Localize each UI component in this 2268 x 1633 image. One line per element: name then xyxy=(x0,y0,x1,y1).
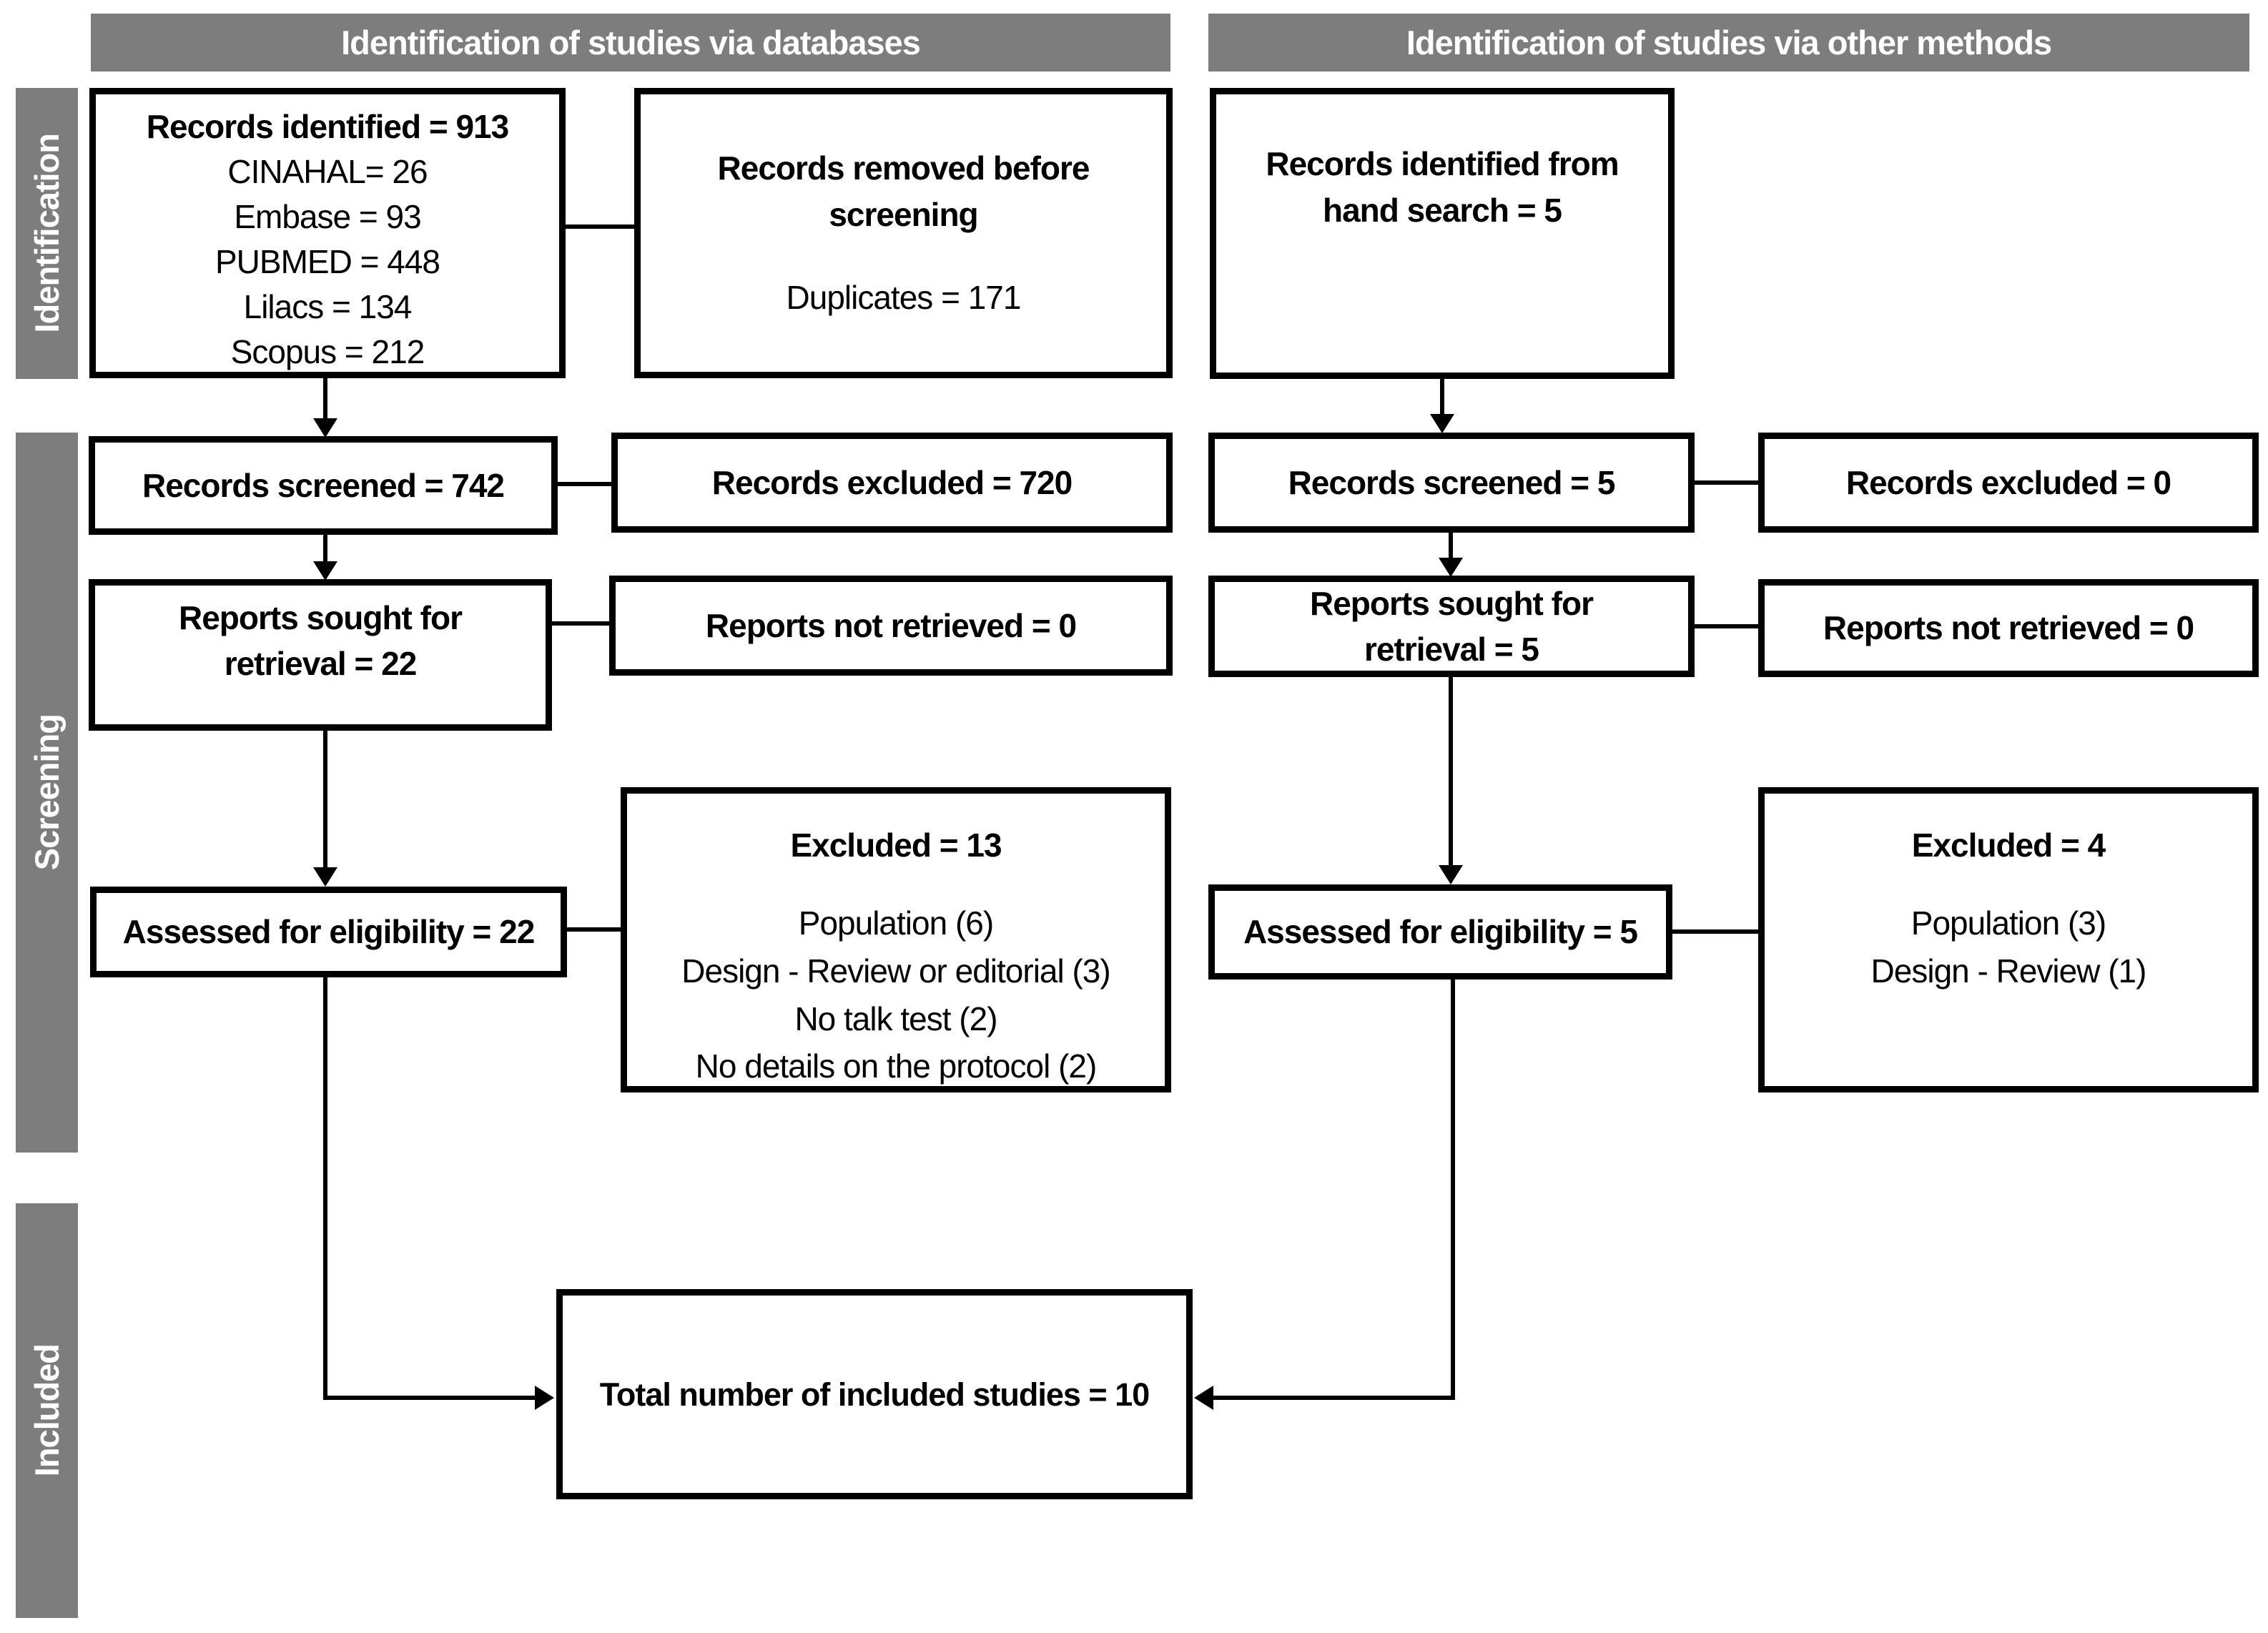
connector-identified-to-screened-line xyxy=(323,378,327,421)
hand-search-box: Records identified from hand search = 5 xyxy=(1210,88,1675,379)
connector-screened-other-to-excluded-line xyxy=(1695,480,1758,485)
excluded-other-reason-design: Design - Review (1) xyxy=(1870,952,2147,990)
connector-identified-to-screened-arrowhead xyxy=(313,418,337,438)
reports-sought-other-box: Reports sought for retrieval = 5 xyxy=(1208,576,1695,677)
db-count-scopus: Scopus = 212 xyxy=(230,333,425,371)
excluded-other-title: Excluded = 4 xyxy=(1911,827,2106,864)
reports-not-retrieved-databases-box: Reports not retrieved = 0 xyxy=(609,576,1173,676)
stage-label-included-text: Included xyxy=(28,1344,66,1477)
excluded-databases-title: Excluded = 13 xyxy=(790,827,1002,864)
stage-label-included: Included xyxy=(16,1203,78,1618)
connector-sought-other-to-assessed-line xyxy=(1449,677,1453,867)
hand-search-title: Records identified from hand search = 5 xyxy=(1266,145,1619,229)
connector-assessed-to-excluded-line xyxy=(567,927,621,932)
connector-assessed-to-total-vline xyxy=(323,977,327,1400)
connector-assessed-other-to-total-arrowhead xyxy=(1194,1386,1213,1410)
assessed-eligibility-databases-title: Assessed for eligibility = 22 xyxy=(122,913,536,951)
reports-sought-other-title: Reports sought for retrieval = 5 xyxy=(1310,584,1594,668)
records-identified-title: Records identified = 913 xyxy=(146,108,509,145)
excluded-other-box: Excluded = 4 Population (3) Design - Rev… xyxy=(1758,787,2259,1092)
connector-handsearch-to-screened-line xyxy=(1440,379,1444,416)
connector-screened-to-sought-arrowhead xyxy=(313,561,337,581)
db-count-lilacs: Lilacs = 134 xyxy=(243,288,413,326)
header-bar-other-methods: Identification of studies via other meth… xyxy=(1208,14,2249,71)
records-removed-title: Records removed before screening xyxy=(717,149,1090,233)
header-bar-databases-label: Identification of studies via databases xyxy=(341,24,921,61)
connector-assessed-other-to-total-vline xyxy=(1451,980,1455,1400)
header-bar-other-methods-label: Identification of studies via other meth… xyxy=(1406,24,2052,61)
records-screened-databases-title: Records screened = 742 xyxy=(142,466,505,504)
connector-identified-to-removed-line xyxy=(566,225,634,229)
reports-sought-databases-box: Reports sought for retrieval = 22 xyxy=(89,579,552,731)
total-included-box: Total number of included studies = 10 xyxy=(556,1289,1193,1499)
connector-screened-to-sought-line xyxy=(323,535,327,563)
records-screened-other-box: Records screened = 5 xyxy=(1208,433,1695,533)
assessed-eligibility-other-box: Assessed for eligibility = 5 xyxy=(1208,884,1672,980)
records-screened-other-title: Records screened = 5 xyxy=(1288,463,1616,501)
excluded-db-reason-population: Population (6) xyxy=(798,904,994,942)
records-excluded-other-title: Records excluded = 0 xyxy=(1845,463,2171,501)
assessed-eligibility-databases-box: Assessed for eligibility = 22 xyxy=(90,887,567,977)
connector-screened-other-to-sought-arrowhead xyxy=(1439,558,1463,577)
connector-sought-other-to-notretrieved-line xyxy=(1695,624,1758,628)
db-count-pubmed: PUBMED = 448 xyxy=(215,243,440,281)
stage-label-screening: Screening xyxy=(16,433,78,1153)
connector-assessed-to-total-hline xyxy=(323,1396,536,1400)
records-removed-box: Records removed before screening Duplica… xyxy=(634,88,1173,378)
connector-sought-to-assessed-line xyxy=(323,731,327,870)
connector-handsearch-to-screened-arrowhead xyxy=(1430,414,1454,433)
db-count-embase: Embase = 93 xyxy=(234,198,421,236)
reports-not-retrieved-other-title: Reports not retrieved = 0 xyxy=(1823,609,2194,647)
excluded-databases-box: Excluded = 13 Population (6) Design - Re… xyxy=(621,787,1171,1092)
reports-not-retrieved-databases-title: Reports not retrieved = 0 xyxy=(705,606,1077,644)
total-included-title: Total number of included studies = 10 xyxy=(599,1376,1150,1413)
connector-screened-to-excluded-line xyxy=(558,482,611,486)
records-identified-box: Records identified = 913 CINAHAL= 26 Emb… xyxy=(89,88,566,378)
stage-label-identification-text: Identification xyxy=(28,134,66,333)
records-screened-databases-box: Records screened = 742 xyxy=(89,436,558,535)
connector-sought-other-to-assessed-arrowhead xyxy=(1439,865,1463,884)
stage-label-screening-text: Screening xyxy=(28,714,66,871)
reports-sought-databases-title: Reports sought for retrieval = 22 xyxy=(179,598,463,682)
connector-assessed-other-to-excluded-line xyxy=(1672,929,1758,934)
records-excluded-databases-title: Records excluded = 720 xyxy=(711,463,1073,501)
assessed-eligibility-other-title: Assessed for eligibility = 5 xyxy=(1243,913,1638,951)
db-count-cinahal: CINAHAL= 26 xyxy=(227,153,428,191)
excluded-other-reason-population: Population (3) xyxy=(1910,904,2106,942)
connector-assessed-to-total-arrowhead xyxy=(535,1386,554,1410)
connector-screened-other-to-sought-line xyxy=(1449,533,1453,560)
excluded-db-reason-no-talk-test: No talk test (2) xyxy=(794,1000,997,1037)
connector-sought-to-notretrieved-line xyxy=(552,621,609,626)
records-excluded-other-box: Records excluded = 0 xyxy=(1758,433,2259,533)
reports-not-retrieved-other-box: Reports not retrieved = 0 xyxy=(1758,579,2259,677)
excluded-db-reason-no-protocol: No details on the protocol (2) xyxy=(695,1047,1098,1085)
connector-sought-to-assessed-arrowhead xyxy=(313,867,337,887)
stage-label-identification: Identification xyxy=(16,88,78,379)
records-excluded-databases-box: Records excluded = 720 xyxy=(611,433,1173,533)
excluded-db-reason-design: Design - Review or editorial (3) xyxy=(681,952,1110,990)
records-removed-duplicates: Duplicates = 171 xyxy=(786,279,1022,317)
connector-assessed-other-to-total-hline xyxy=(1212,1396,1455,1400)
header-bar-databases: Identification of studies via databases xyxy=(91,14,1170,71)
